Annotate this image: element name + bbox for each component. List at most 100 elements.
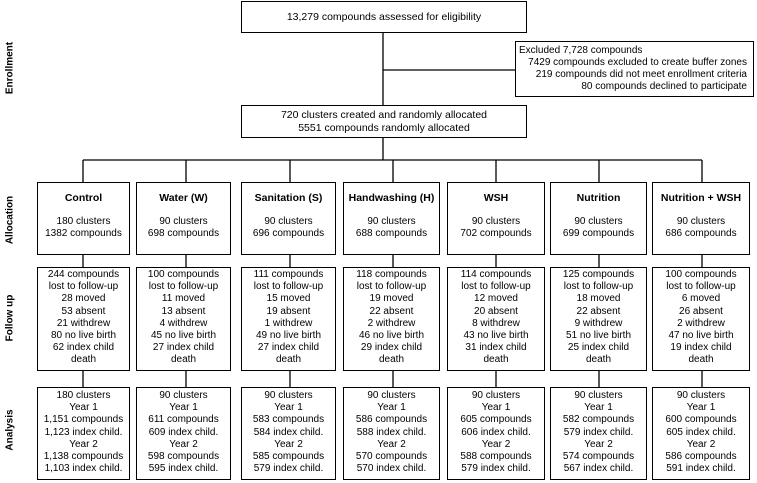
follow-up-line: 22 absent	[369, 305, 414, 317]
follow-up-line: 49 no live birth	[255, 330, 322, 342]
analysis-line: 90 clusters	[574, 390, 623, 401]
follow-up-line: 47 no live birth	[668, 330, 734, 342]
follow-up-line: death	[275, 354, 302, 366]
follow-up-line: 114 compounds	[460, 269, 532, 280]
analysis-line: 609 index child.	[148, 426, 219, 438]
analysis-line: 180 clusters	[56, 390, 111, 401]
analysis-line: 595 index child.	[148, 463, 219, 475]
follow-up-line: 19 index child	[670, 342, 732, 354]
follow-up-line: 11 moved	[161, 293, 206, 305]
follow-up-line: 2 withdrew	[677, 317, 725, 329]
analysis-line: 586 compounds	[665, 451, 737, 463]
analysis-line: 588 compounds	[460, 451, 532, 463]
follow-up-line: 80 no live birth	[50, 330, 117, 342]
follow-up-line: lost to follow-up	[461, 281, 531, 293]
analysis-line: 591 index child.	[666, 463, 736, 475]
excluded-line: 219 compounds did not meet enrollment cr…	[535, 69, 747, 80]
follow-up-line: 22 absent	[576, 305, 621, 317]
analysis-line: Year 1	[69, 402, 98, 414]
follow-up-line: death	[378, 354, 405, 366]
analysis-line: 588 index child.	[356, 426, 427, 438]
follow-up-line: 43 no live birth	[463, 330, 529, 342]
allocation-line: 1382 compounds	[45, 228, 122, 240]
analysis-line: 1,123 index child.	[44, 426, 123, 438]
follow-up-line: 4 withdrew	[159, 317, 208, 329]
allocation-line: 699 compounds	[562, 228, 635, 240]
follow-up-line: death	[688, 354, 714, 366]
stage-label-enrollment: Enrollment	[4, 41, 16, 95]
analysis-line: 579 index child.	[563, 426, 634, 438]
follow-up-line: 8 withdrew	[472, 317, 520, 329]
analysis-line: 90 clusters	[676, 390, 726, 401]
follow-up-line: lost to follow-up	[356, 281, 427, 293]
follow-up-line: 25 index child	[567, 342, 630, 354]
follow-up-line: 18 moved	[576, 293, 621, 305]
analysis-line: Year 1	[169, 402, 198, 414]
allocation-line: 90 clusters	[574, 216, 623, 228]
follow-up-line: 51 no live birth	[565, 330, 632, 342]
randomization-line: 5551 compounds randomly allocated	[298, 121, 470, 134]
arm-title: Control	[64, 192, 103, 204]
follow-up-line: 27 index child	[152, 342, 215, 354]
excluded-line: 80 compounds declined to participate	[581, 81, 747, 93]
analysis-line: 584 index child.	[253, 426, 324, 438]
follow-up-line: 27 index child	[257, 342, 320, 354]
allocation-line: 696 compounds	[252, 228, 325, 240]
analysis-line: 574 compounds	[562, 451, 635, 463]
follow-up-line: 6 moved	[681, 293, 721, 305]
follow-up-line: 2 withdrew	[367, 317, 416, 329]
allocation-line: 688 compounds	[355, 228, 428, 240]
eligibility-box: 13,279 compounds assessed for eligibilit…	[241, 1, 527, 33]
eligibility-text: 13,279 compounds assessed for eligibilit…	[286, 10, 482, 23]
follow-up-line: 29 index child	[360, 342, 423, 354]
follow-up-line: lost to follow-up	[563, 281, 634, 293]
arm-title: Sanitation (S)	[254, 192, 323, 204]
follow-up-line: lost to follow-up	[253, 281, 324, 293]
analysis-line: 611 compounds	[148, 414, 219, 426]
analysis-line: Year 2	[169, 438, 198, 450]
analysis-line: Year 1	[481, 402, 511, 414]
analysis-line: 583 compounds	[252, 414, 325, 426]
analysis-line: Year 2	[481, 438, 511, 450]
arm-title: Nutrition + WSH	[660, 192, 742, 204]
analysis-line: 90 clusters	[367, 390, 416, 401]
arm-title: Handwashing (H)	[348, 192, 435, 204]
analysis-line: 90 clusters	[264, 390, 313, 401]
follow-up-line: death	[70, 354, 97, 366]
analysis-line: 1,103 index child.	[44, 463, 123, 475]
analysis-line: 1,138 compounds	[43, 451, 124, 463]
follow-up-line: death	[483, 354, 509, 366]
excluded-line: 7429 compounds excluded to create buffer…	[528, 56, 747, 68]
stage-label-allocation: Allocation	[4, 195, 16, 245]
follow-up-line: 28 moved	[61, 293, 106, 305]
randomization-line: 720 clusters created and randomly alloca…	[280, 109, 488, 122]
follow-up-line: lost to follow-up	[48, 281, 119, 293]
analysis-line: 570 compounds	[355, 451, 428, 463]
analysis-line: 582 compounds	[562, 414, 635, 426]
stage-label-analysis: Analysis	[4, 409, 16, 451]
allocation-line: 90 clusters	[159, 216, 208, 228]
analysis-line: Year 2	[584, 438, 613, 450]
follow-up-line: 31 index child	[465, 342, 527, 354]
allocation-line: 90 clusters	[264, 216, 313, 228]
arm-title: Water (W)	[159, 192, 208, 204]
allocation-line: 698 compounds	[147, 228, 220, 240]
allocation-line: 90 clusters	[367, 216, 416, 228]
follow-up-line: 12 moved	[474, 293, 518, 305]
analysis-line: Year 1	[274, 402, 303, 414]
randomization-box: 720 clusters created and randomly alloca…	[241, 105, 527, 138]
